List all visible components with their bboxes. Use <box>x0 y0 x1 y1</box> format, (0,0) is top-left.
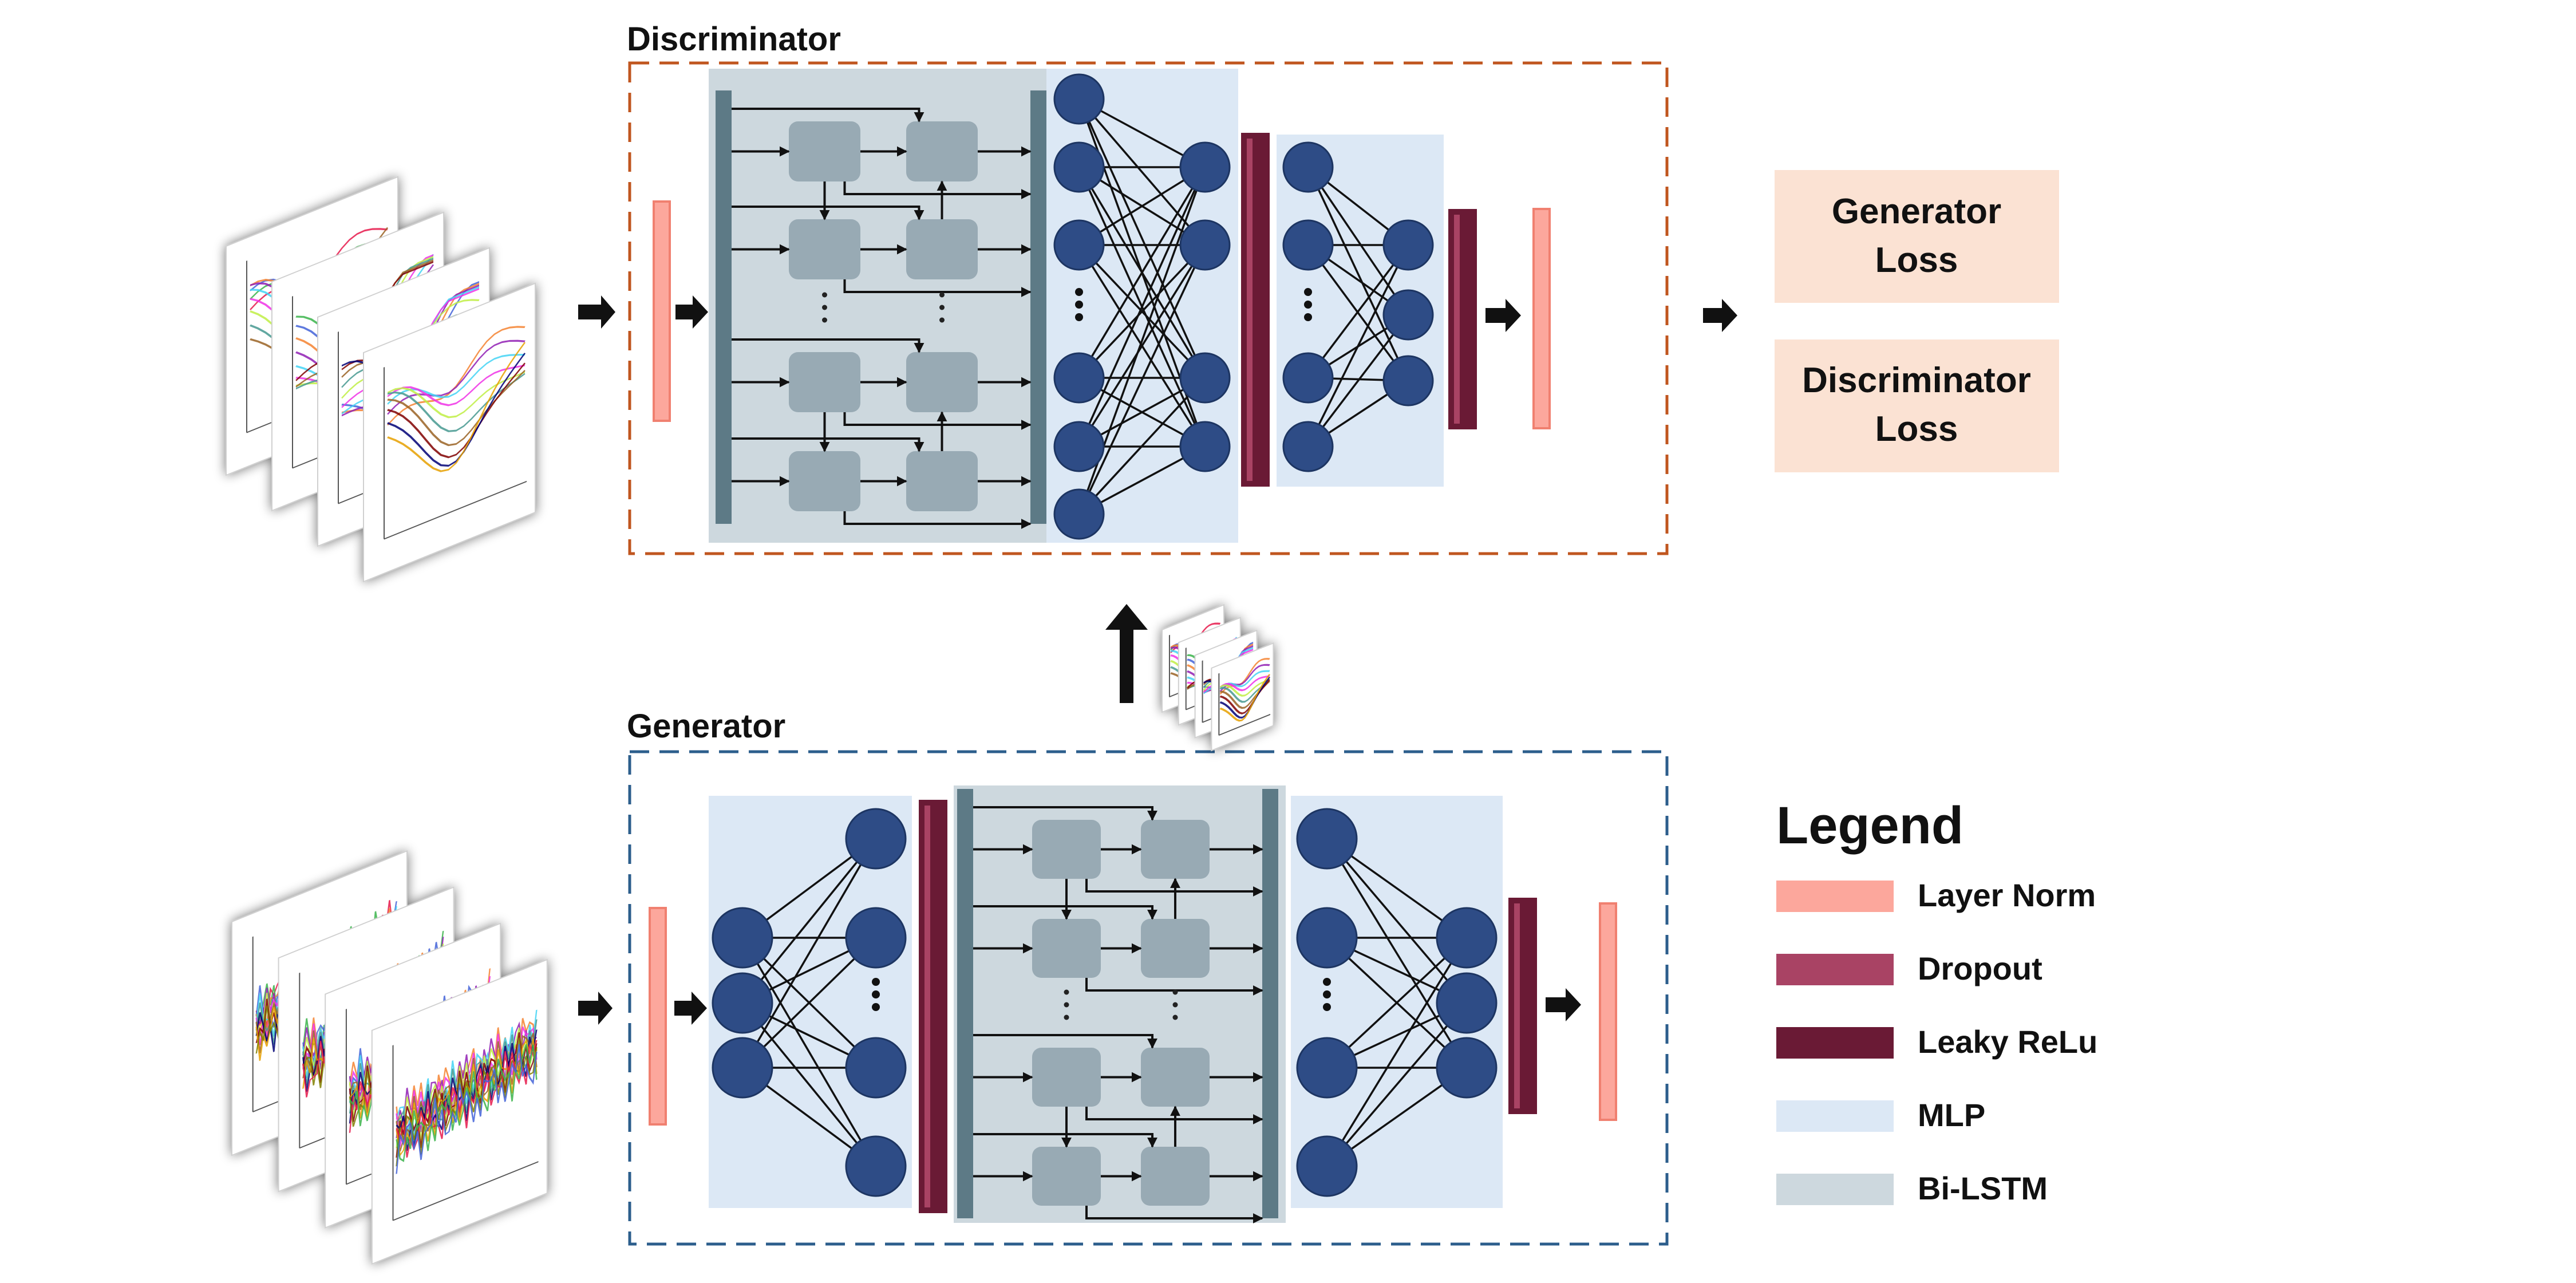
discriminator-bilstm-block <box>709 69 1046 543</box>
discriminator-flow-arrows <box>578 295 1737 332</box>
generator-layer-norm-in <box>649 907 667 1126</box>
generator-border <box>628 750 1669 1246</box>
legend-swatch <box>1776 1027 1894 1059</box>
discriminator-border <box>628 61 1669 555</box>
discriminator-loss-line2: Loss <box>1875 409 1958 449</box>
generator-loss-box <box>1775 170 2059 303</box>
discriminator-loss-line1: Discriminator <box>1802 361 2031 400</box>
generator-bilstm-block <box>954 785 1286 1223</box>
discriminator-leaky-relu-2 <box>1448 209 1477 429</box>
generator-mlp-2-network <box>1296 808 1498 1197</box>
legend-label: Dropout <box>1918 950 2042 986</box>
legend-label: Bi-LSTM <box>1918 1170 2048 1206</box>
discriminator-leaky-relu-1 <box>1241 133 1270 487</box>
legend-label: Layer Norm <box>1918 877 2096 913</box>
legend-swatch <box>1776 881 1894 912</box>
generator-loss-line1: Generator <box>1832 192 2001 231</box>
discriminator-layer-norm-in <box>653 200 671 422</box>
legend-swatch <box>1776 1100 1894 1132</box>
generator-bilstm-internals <box>957 789 1278 1223</box>
discriminator-title: Discriminator <box>627 21 841 58</box>
generator-loss-line2: Loss <box>1875 240 1958 280</box>
generator-leaky-relu-2 <box>1508 898 1537 1114</box>
generator-title: Generator <box>627 708 785 745</box>
discriminator-layer-norm-out <box>1532 208 1551 429</box>
legend-label: Leaky ReLu <box>1918 1024 2097 1060</box>
legend-swatch <box>1776 1174 1894 1205</box>
generator-layer-norm-out <box>1599 902 1617 1121</box>
generated-to-discriminator-arrow <box>1105 604 1148 703</box>
generator-input-plots <box>231 850 548 1265</box>
generator-leaky-relu-1 <box>919 800 947 1213</box>
discriminator-bilstm-internals <box>716 90 1046 529</box>
legend-swatch <box>1776 954 1894 985</box>
legend-title: Legend <box>1776 796 1963 855</box>
generator-flow-arrows <box>578 988 1581 1025</box>
legend-label: MLP <box>1918 1097 1985 1133</box>
discriminator-input-plots <box>226 176 536 583</box>
discriminator-loss-box <box>1775 339 2059 472</box>
discriminator-mlp-2-network <box>1282 141 1434 472</box>
generator-mlp-1-network <box>712 808 907 1197</box>
discriminator-mlp-1-network <box>1053 73 1231 540</box>
generated-samples-plots <box>1161 603 1274 752</box>
